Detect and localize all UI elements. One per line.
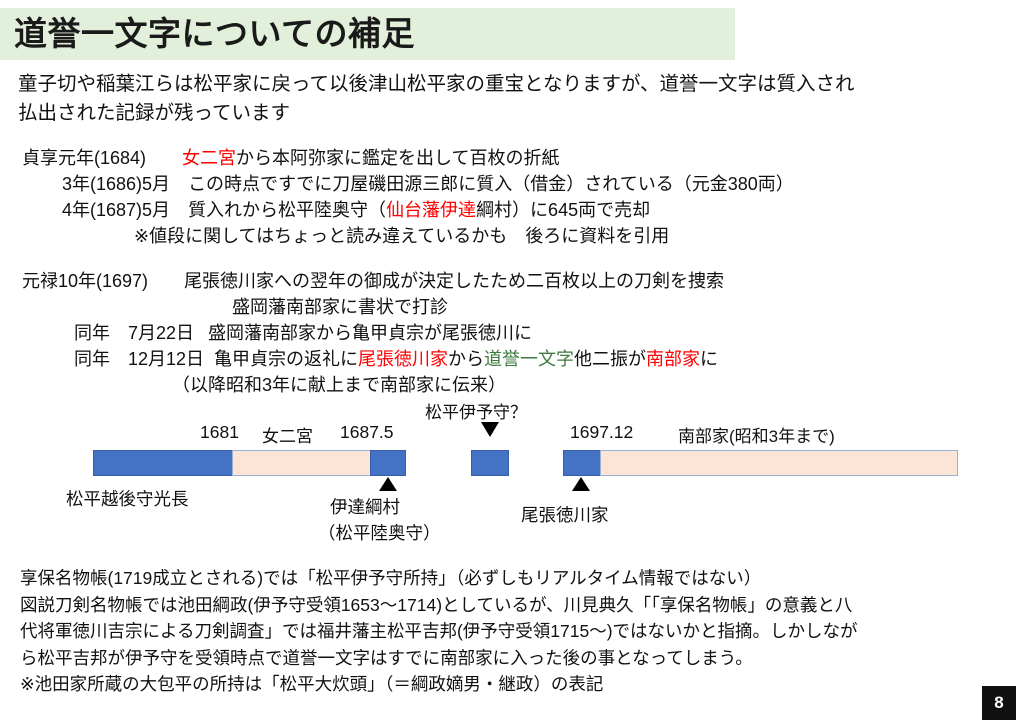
timeline-label-matsudaira-iyo: 松平伊予守？ — [425, 403, 527, 422]
timeline-segment-iyo-unknown — [471, 450, 509, 476]
record-note: ※値段に関してはちょっと読み違えているかも 後ろに資料を引用 — [134, 226, 670, 246]
footnotes-block: 享保名物帳(1719成立とされる)では「松平伊予守所持」（必ずしもリアルタイム情… — [20, 565, 1016, 698]
record-highlight-owari: 尾張徳川家 — [358, 349, 449, 369]
footnote-line-2: 図説刀剣名物帳では池田綱政(伊予守受領1653〜1714)としているが、川見典久… — [20, 594, 853, 615]
timeline-segment-date-1697 — [563, 450, 601, 476]
record-row: 同年 12月12日亀甲貞宗の返礼に尾張徳川家から道誉一文字他二振が南部家に — [22, 346, 1012, 372]
page-number-badge: 8 — [982, 686, 1016, 720]
record-text: 盛岡藩南部家に書状で打診 — [232, 297, 448, 317]
down-arrow-icon — [481, 422, 499, 437]
record-date: 同年 12月12日 — [74, 349, 205, 369]
record-text-post: に — [700, 349, 719, 369]
record-text-post: 綱村）に645両で売却 — [476, 200, 651, 220]
record-row: 貞享元年(1684) 女二宮から本阿弥家に鑑定を出して百枚の折紙 — [22, 145, 1012, 171]
timeline-segment-onnanimiya — [232, 450, 371, 476]
records-block-jokyo: 貞享元年(1684) 女二宮から本阿弥家に鑑定を出して百枚の折紙 3年(1686… — [22, 145, 1012, 249]
record-text-pre: 亀甲貞宗の返礼に — [214, 349, 359, 369]
record-gap — [146, 148, 182, 168]
footnote-line-4: ら松平吉邦が伊予守を受領時点で道誉一文字はすでに南部家に入った後の事となってしま… — [20, 647, 753, 668]
record-row: 元禄10年(1697) 尾張徳川家への翌年の御成が決定したため二百枚以上の刀剣を捜… — [22, 268, 1012, 294]
record-text: 尾張徳川家への翌年の御成が決定したため二百枚以上の刀剣を捜索 — [184, 271, 725, 291]
footnote-line-5: ※池田家所蔵の大包平の所持は「松平大炊頭」（＝綱政嫡男・継政）の表記 — [20, 674, 604, 694]
title-band — [0, 8, 735, 60]
record-gap — [170, 200, 188, 220]
record-date: 同年 7月22日 — [74, 323, 195, 343]
record-row: 4年(1687)5月 質入れから松平陸奥守（仙台藩伊達綱村）に645両で売却 — [22, 197, 1012, 223]
timeline-label-nanbu: 南部家(昭和3年まで) — [678, 427, 835, 446]
timeline-segment-mitsunaga — [93, 450, 233, 476]
timeline-segment-nanbu — [600, 450, 958, 476]
record-highlight: 女二宮 — [182, 148, 237, 168]
up-arrow-icon — [572, 477, 590, 491]
footnote-line-1: 享保名物帳(1719成立とされる)では「松平伊予守所持」（必ずしもリアルタイム情… — [20, 568, 762, 588]
lead-line-1: 童子切や稲葉江らは松平家に戻って以後津山松平家の重宝となりますが、道誉一文字は質… — [18, 73, 855, 95]
timeline-label-1687: 1687.5 — [340, 422, 394, 442]
record-date: 貞享元年(1684) — [22, 148, 147, 168]
page-title: 道誉一文字についての補足 — [14, 15, 416, 52]
records-block-genroku: 元禄10年(1697) 尾張徳川家への翌年の御成が決定したため二百枚以上の刀剣を捜… — [22, 268, 1012, 398]
timeline-label-1697: 1697.12 — [570, 422, 634, 442]
timeline-label-1681: 1681 — [200, 422, 239, 442]
record-row: （以降昭和3年に献上まで南部家に伝来） — [22, 372, 1012, 398]
timeline-label-mutsunokami: （松平陸奥守） — [318, 523, 441, 543]
record-text: から本阿弥家に鑑定を出して百枚の折紙 — [236, 148, 560, 168]
record-text: （以降昭和3年に献上まで南部家に伝来） — [172, 375, 507, 395]
record-text-pre: 質入れから松平陸奥守（ — [188, 200, 387, 220]
timeline-label-onnanimiya: 女二宮 — [262, 427, 313, 446]
record-date: 元禄10年(1697) — [22, 271, 149, 291]
record-highlight: 仙台藩伊達 — [386, 200, 477, 220]
record-row: 3年(1686)5月 この時点ですでに刀屋磯田源三郎に質入（借金）されている（元… — [22, 171, 1012, 197]
record-highlight-doyo: 道誉一文字 — [484, 349, 575, 369]
record-text: 盛岡藩南部家から亀甲貞宗が尾張徳川に — [208, 323, 533, 343]
timeline-label-owari: 尾張徳川家 — [521, 505, 609, 525]
record-date: 3年(1686)5月 — [62, 174, 171, 194]
up-arrow-icon — [379, 477, 397, 491]
lead-paragraph: 童子切や稲葉江らは松平家に戻って以後津山松平家の重宝となりますが、道誉一文字は質… — [18, 70, 1008, 128]
timeline-segment-date-1687 — [370, 450, 406, 476]
record-highlight-nanbu: 南部家 — [646, 349, 701, 369]
ownership-timeline: 1681 女二宮 1687.5 松平伊予守？ 1697.12 南部家(昭和3年ま… — [0, 392, 1024, 552]
record-row: 盛岡藩南部家に書状で打診 — [22, 294, 1012, 320]
record-text: この時点ですでに刀屋磯田源三郎に質入（借金）されている（元金380両） — [188, 174, 794, 194]
footnote-line-3: 代将軍徳川吉宗による刀剣調査」では福井藩主松平吉邦(伊予守受領1715〜)ではな… — [20, 621, 858, 641]
record-text-mid2: 他二振が — [574, 349, 647, 369]
timeline-label-tsunamura: 伊達綱村 — [330, 497, 400, 517]
record-gap — [170, 174, 188, 194]
timeline-label-mitsunaga: 松平越後守光長 — [66, 489, 189, 509]
record-row: 同年 7月22日盛岡藩南部家から亀甲貞宗が尾張徳川に — [22, 320, 1012, 346]
record-date: 4年(1687)5月 — [62, 200, 171, 220]
record-text-mid: から — [448, 349, 485, 369]
lead-line-2: 払出された記録が残っています — [18, 102, 291, 124]
